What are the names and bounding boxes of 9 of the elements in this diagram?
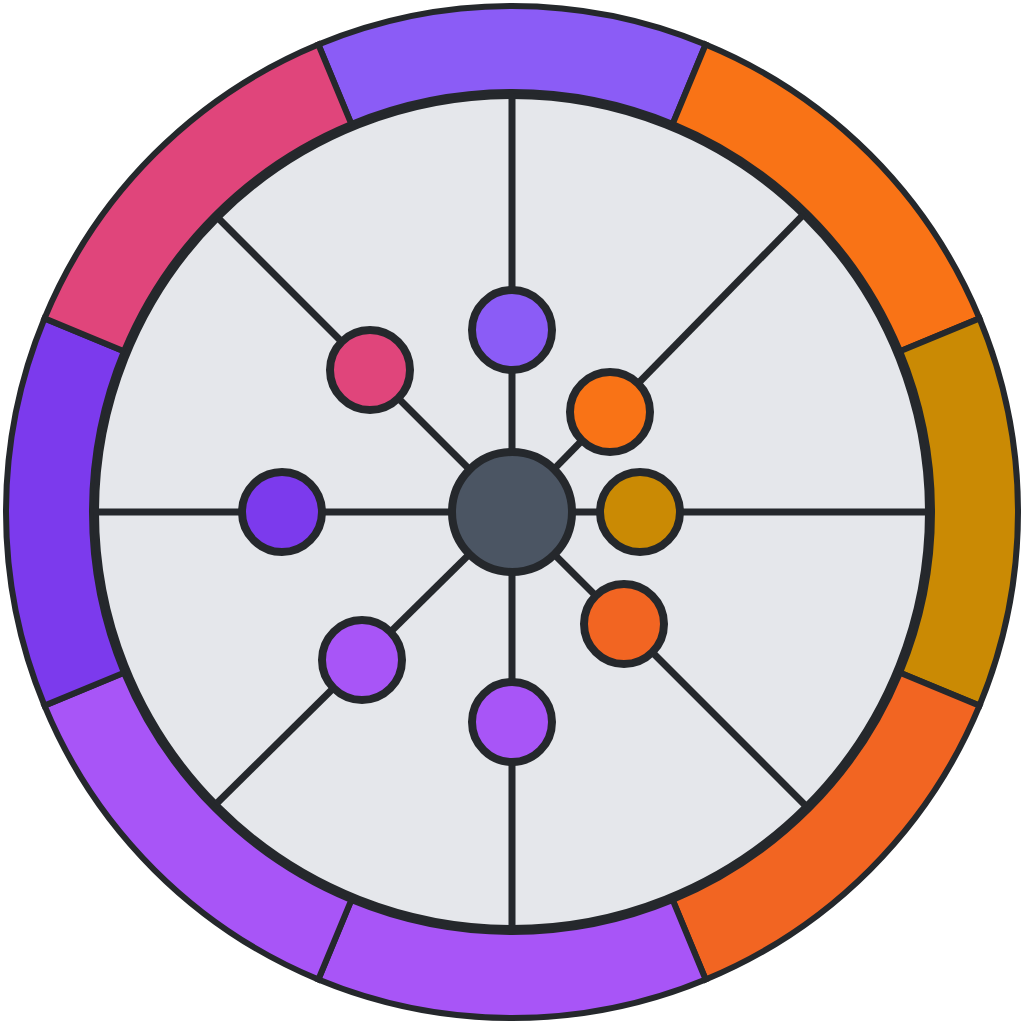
- connector-line: [572, 508, 600, 516]
- connector-line: [322, 508, 452, 516]
- connector-line: [388, 551, 472, 635]
- connector-line: [551, 551, 599, 599]
- connector-line: [508, 370, 516, 452]
- connector-line: [395, 395, 473, 473]
- connector-line: [551, 438, 585, 472]
- hub-circle: [448, 448, 576, 576]
- connector-line: [508, 572, 516, 682]
